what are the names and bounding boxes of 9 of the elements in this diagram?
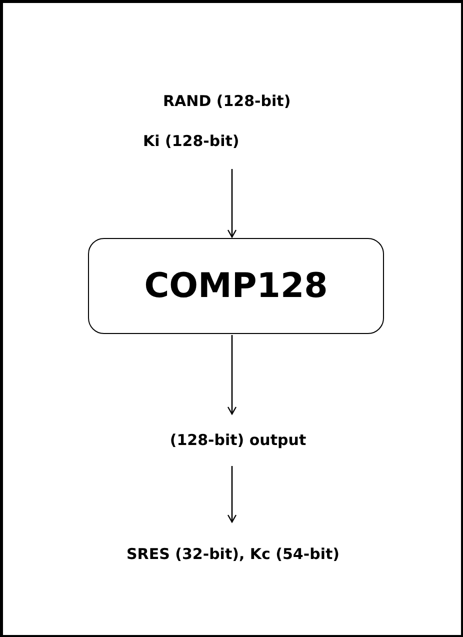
arrow [227,169,237,238]
process-box [88,238,384,334]
text-label: SRES (32-bit), Kc (54-bit) [126,545,340,563]
arrow [227,466,237,523]
text-label: Ki (128-bit) [143,132,240,150]
box-label: COMP128 [144,266,328,306]
text-label: RAND (128-bit) [163,92,291,110]
arrow [227,335,237,415]
text-label: (128-bit) output [170,431,306,449]
